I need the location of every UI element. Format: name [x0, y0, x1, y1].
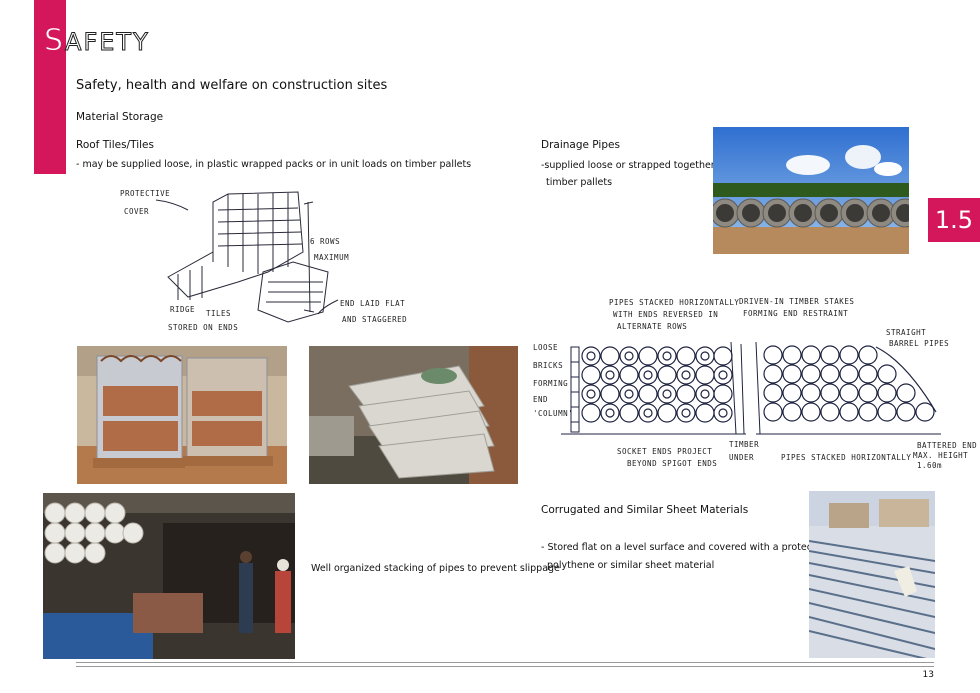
pipe-label-loose-4: END [533, 395, 548, 404]
sketch-label-rows: 6 ROWS [310, 237, 340, 246]
corrugated-text-1: - Stored flat on a level surface and cov… [541, 542, 830, 553]
roof-tiles-sketch: PROTECTIVE COVER 6 ROWS MAXIMUM RIDGE TI… [118, 182, 438, 337]
pipe-label-loose-5: 'COLUMN' [533, 409, 573, 418]
pipe-label-battered-2: MAX. HEIGHT [913, 451, 968, 460]
pipe-label-loose-2: BRICKS [533, 361, 563, 370]
sheet-stack-photo [309, 346, 518, 484]
ridge-tiles-photo [77, 346, 287, 484]
pipe-label-socket-1: SOCKET ENDS PROJECT [617, 447, 712, 456]
accent-bar [34, 0, 66, 174]
pipe-label-stacked-3: ALTERNATE ROWS [617, 322, 687, 331]
pipe-label-battered-3: 1.60m [917, 461, 942, 470]
sketch-label-ridge: RIDGE [170, 305, 195, 314]
pipe-label-horizontal: PIPES STACKED HORIZONTALLY [781, 453, 911, 462]
pipe-label-straight-1: STRAIGHT [886, 328, 926, 337]
page-title: S AFETY [43, 23, 150, 58]
corrugated-title: Corrugated and Similar Sheet Materials [541, 504, 749, 516]
footer-rule-bottom [76, 666, 934, 667]
roof-tiles-title: Roof Tiles/Tiles [76, 139, 154, 151]
main-heading: Safety, health and welfare on constructi… [76, 78, 388, 93]
pipe-storage-caption: Well organized stacking of pipes to prev… [311, 563, 560, 574]
pipe-label-loose-1: LOOSE [533, 343, 558, 352]
drainage-pipes-photo [713, 127, 909, 254]
subheading: Material Storage [76, 111, 164, 123]
pipe-label-straight-2: BARREL PIPES [889, 339, 949, 348]
pipe-label-stacked-1: PIPES STACKED HORIZONTALLY [609, 298, 739, 307]
title-initial: S [43, 23, 64, 58]
pipe-label-timber-2: UNDER [729, 453, 754, 462]
sketch-label-cover: COVER [124, 207, 149, 216]
corrugated-sheets-photo [809, 491, 935, 658]
pipe-label-timber-1: TIMBER [729, 440, 759, 449]
pipe-label-socket-2: BEYOND SPIGOT ENDS [627, 459, 717, 468]
drainage-text-2: timber pallets [546, 177, 613, 188]
sketch-label-stored: STORED ON ENDS [168, 323, 238, 332]
sketch-label-maximum: MAXIMUM [314, 253, 349, 262]
corrugated-text-2: polythene or similar sheet material [547, 560, 715, 571]
pipe-storage-photo [43, 493, 295, 659]
pipe-label-stacked-2: WITH ENDS REVERSED IN [613, 310, 718, 319]
footer-rule-top [76, 662, 934, 663]
pipe-label-loose-3: FORMING [533, 379, 568, 388]
sketch-label-end-laid: END LAID FLAT [340, 299, 405, 308]
drainage-text-1: -supplied loose or strapped together on [541, 160, 730, 171]
sketch-label-tiles: TILES [206, 309, 231, 318]
pipe-label-driven-1: DRIVEN-IN TIMBER STAKES [739, 297, 854, 306]
title-rest: AFETY [65, 28, 150, 56]
sketch-label-protective: PROTECTIVE [120, 189, 170, 198]
drainage-title: Drainage Pipes [541, 139, 620, 151]
section-tab: 1.5 [928, 198, 980, 242]
pipe-label-battered-1: BATTERED END [917, 441, 977, 450]
pipe-label-driven-2: FORMING END RESTRAINT [743, 309, 848, 318]
page-number: 13 [922, 670, 934, 680]
roof-tiles-text: - may be supplied loose, in plastic wrap… [76, 159, 472, 170]
sketch-label-staggered: AND STAGGERED [342, 315, 407, 324]
drainage-pipes-sketch: PIPES STACKED HORIZONTALLY WITH ENDS REV… [531, 292, 980, 472]
